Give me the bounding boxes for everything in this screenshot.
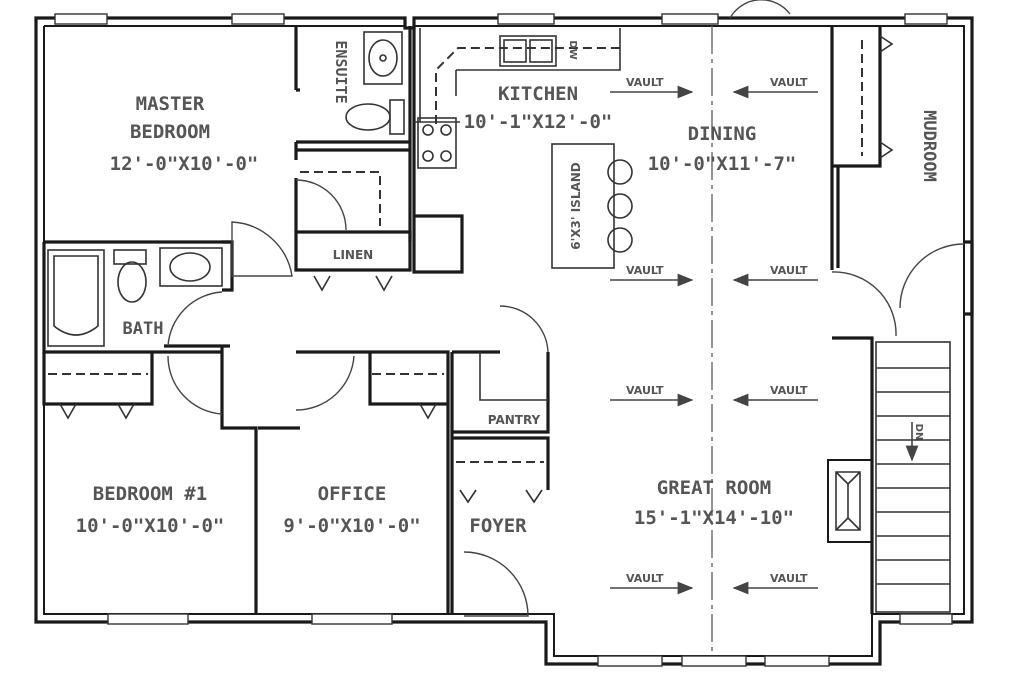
staircase <box>875 341 951 613</box>
stair-down-label: DN <box>913 424 924 441</box>
dishwasher-label: DW <box>567 40 578 59</box>
bedroom1-label: BEDROOM #1 <box>93 483 207 505</box>
vault-label: VAULT <box>626 76 664 89</box>
master-bedroom-label: MASTER <box>136 93 205 115</box>
room-labels: MASTER BEDROOM 12'-0"X10'-0" ENSUITE KIT… <box>76 40 939 537</box>
ensuite-label: ENSUITE <box>332 40 350 103</box>
windows <box>54 13 953 667</box>
dining-size: 10'-0"X11'-7" <box>648 153 797 175</box>
vault-label: VAULT <box>626 264 664 277</box>
vault-labels: VAULT VAULT VAULT VAULT VAULT VAULT VAUL… <box>626 76 808 585</box>
vault-label: VAULT <box>626 572 664 585</box>
vault-label: VAULT <box>770 384 808 397</box>
linen-label: LINEN <box>333 248 373 262</box>
closets <box>48 35 894 504</box>
office-label: OFFICE <box>318 483 387 505</box>
office-size: 9'-0"X10'-0" <box>283 515 420 537</box>
mudroom-label: MUDROOM <box>919 110 939 182</box>
kitchen-label: KITCHEN <box>498 83 578 105</box>
fixtures <box>47 28 951 613</box>
master-bedroom-label-2: BEDROOM <box>130 121 210 143</box>
great-room-label: GREAT ROOM <box>657 477 771 499</box>
vault-arrows <box>610 85 818 595</box>
vault-label: VAULT <box>770 572 808 585</box>
bath-label: BATH <box>123 319 164 339</box>
pantry-label: PANTRY <box>488 413 541 427</box>
dining-label: DINING <box>688 123 757 145</box>
vault-label: VAULT <box>626 384 664 397</box>
bedroom1-size: 10'-0"X10'-0" <box>76 515 225 537</box>
kitchen-size: 10'-1"X12'-0" <box>464 111 613 133</box>
interior-walls <box>42 26 974 614</box>
exterior-walls <box>34 16 974 666</box>
door-swings <box>167 0 965 617</box>
vault-label: VAULT <box>770 76 808 89</box>
great-room-size: 15'-1"X14'-10" <box>634 507 794 529</box>
foyer-label: FOYER <box>469 515 527 537</box>
master-bedroom-size: 12'-0"X10'-0" <box>110 153 259 175</box>
vault-label: VAULT <box>770 264 808 277</box>
island-label: 6'X3' ISLAND <box>569 162 583 250</box>
